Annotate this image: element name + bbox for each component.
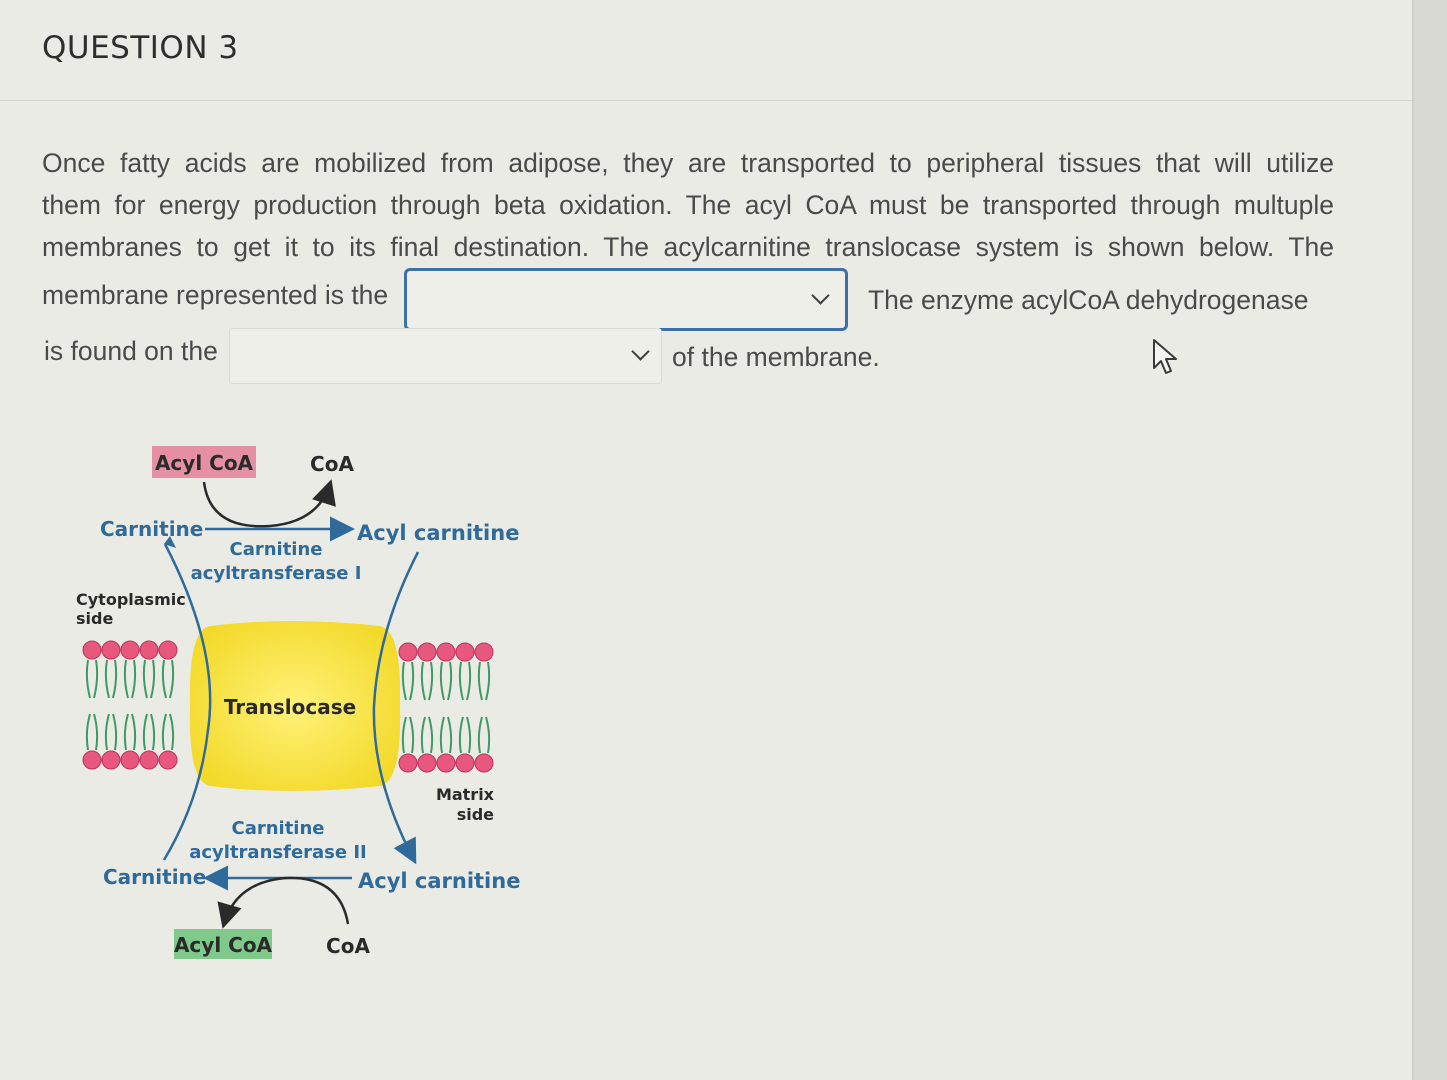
question-text-line-1: Once fatty acids are mobilized from adip… [42,148,1334,178]
carnitine-bottom-label: Carnitine [103,865,206,889]
question-text-enzyme: The enzyme acylCoA dehydrogenase [868,285,1309,315]
coa-top-label: CoA [310,452,354,476]
carnitine-return-line [162,543,212,861]
cpt2-label-line1: Carnitine [231,818,324,839]
chevron-down-icon [811,286,830,305]
question-text-line-2: them for energy production through beta … [42,190,1334,220]
lipid-bilayer-left [82,640,178,770]
cpt1-curved-arrow [202,479,336,528]
cpt1-label-line2: acyltransferase I [191,563,362,584]
question-title: QUESTION 3 [42,30,239,66]
acyl-coa-bottom-box [174,929,272,959]
cpt1-label-line1: Carnitine [229,539,322,560]
acylcarnitine-import-line [372,551,420,865]
acyl-coa-top-label: Acyl CoA [155,451,254,475]
question-text-membrane-suffix: of the membrane. [672,342,880,372]
acyl-coa-bottom-label: Acyl CoA [174,933,273,957]
matrix-side-line2: side [457,805,494,824]
carnitine-top-label: Carnitine [100,517,203,541]
acyl-carnitine-top-label: Acyl carnitine [357,521,519,545]
arrow-cursor-icon [1153,339,1177,374]
acyl-coa-top-box [152,446,256,478]
cpt2-curved-arrow [217,876,350,929]
carnitine-return-arrowhead [164,536,176,548]
cpt2-label-line2: acyltransferase II [189,842,367,863]
question-text-line-3: membranes to get it to its final destina… [42,232,1334,262]
cytoplasmic-side-line2: side [76,609,113,628]
translocase-label: Translocase [224,695,356,719]
acylcarnitine-translocase-diagram: Acyl CoA CoA Carnitine Acyl carnitine Ca… [76,446,520,959]
location-select[interactable] [229,328,662,384]
lipid-bilayer-right [398,642,494,773]
page: QUESTION 3 Once fatty acids are mobilize… [0,0,1414,1080]
matrix-side-line1: Matrix [436,785,495,804]
cytoplasmic-side-line1: Cytoplasmic [76,590,186,609]
question-text-found-prefix: is found on the [44,336,218,366]
acyl-carnitine-bottom-label: Acyl carnitine [358,869,520,893]
question-text-membrane-prefix: membrane represented is the [42,280,389,310]
chevron-down-icon [631,342,650,361]
membrane-select[interactable] [404,268,848,331]
question-header: QUESTION 3 [0,0,1412,101]
translocase-protein [189,621,401,791]
coa-bottom-label: CoA [326,934,370,958]
